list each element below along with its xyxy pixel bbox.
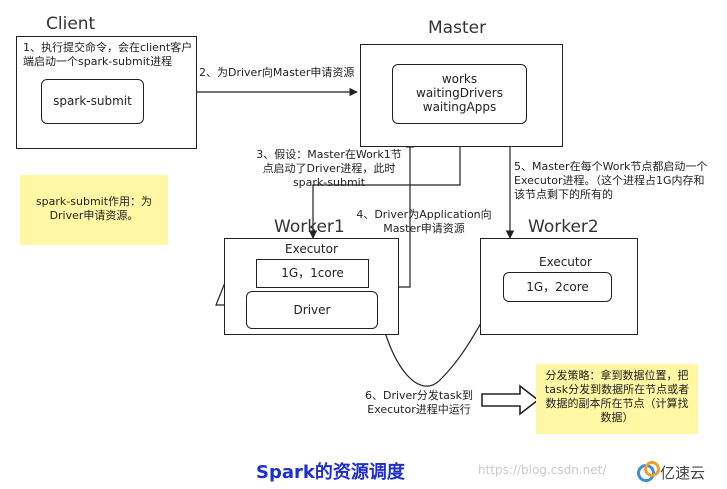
step5-label: 5、Master在每个Work节点都启动一个Executor进程。（这个进程占1… <box>514 160 708 201</box>
worker2-box: Executor 1G，2core <box>480 238 638 335</box>
arrow-worker1-to-master <box>398 139 415 288</box>
worker1-box: Executor 1G，1core Driver <box>224 238 399 335</box>
master-label: Master <box>428 18 487 38</box>
client-desc: 1、执行提交命令，会在client客户端启动一个spark-submit进程 <box>23 41 193 68</box>
client-label: Client <box>46 14 96 34</box>
worker2-executor-core: 1G，2core <box>526 280 589 294</box>
logo-text: 亿速云 <box>660 464 706 482</box>
site-logo: 亿速云 <box>637 460 706 483</box>
client-box: 1、执行提交命令，会在client客户端启动一个spark-submit进程 s… <box>16 36 197 149</box>
worker2-executor-box: 1G，2core <box>503 272 612 302</box>
logo-cloud-icon <box>637 460 660 482</box>
hollow-arrow-icon <box>481 384 540 416</box>
master-line-waitingdrivers: waitingDrivers <box>416 86 503 100</box>
worker2-label: Worker2 <box>528 217 599 237</box>
worker1-executor-label: Executor <box>285 242 338 256</box>
worker1-executor-core: 1G，1core <box>281 266 344 280</box>
submit-note-text: spark-submit作用：为Driver申请资源。 <box>35 195 153 222</box>
strategy-note: 分发策略：拿到数据位置，把task分发到数据所在节点或者数据的副本所在节点（计算… <box>536 364 698 434</box>
step2-label: 2、为Driver向Master申请资源 <box>199 66 355 79</box>
worker2-executor-label: Executor <box>539 255 592 269</box>
master-line-works: works <box>441 72 478 86</box>
step6-label: 6、Driver分发task到Executor进程中运行 <box>364 389 473 416</box>
master-line-waitingapps: waitingApps <box>422 100 497 114</box>
step4-label: 4、Driver为Application向Master申请资源 <box>356 208 492 235</box>
strategy-note-text: 分发策略：拿到数据位置，把task分发到数据所在节点或者数据的副本所在节点（计算… <box>544 369 690 424</box>
spark-submit-box: spark-submit <box>41 79 144 124</box>
submit-note: spark-submit作用：为Driver申请资源。 <box>20 175 168 245</box>
watermark-text: https://blog.csdn.net/ <box>478 463 607 477</box>
spark-submit-label: spark-submit <box>53 94 132 108</box>
arrow-master-to-worker1 <box>308 125 461 239</box>
master-box: works waitingDrivers waitingApps <box>360 44 563 147</box>
worker1-executor-box: 1G，1core <box>256 259 369 288</box>
master-inner-box: works waitingDrivers waitingApps <box>392 64 527 124</box>
diagram-title: Spark的资源调度 <box>256 462 405 483</box>
worker1-driver-label: Driver <box>293 303 331 317</box>
step3-label: 3、假设：Master在Work1节点启动了Driver进程，此时spark-s… <box>256 148 402 189</box>
worker1-driver-box: Driver <box>246 291 378 329</box>
worker1-label: Worker1 <box>274 217 345 237</box>
